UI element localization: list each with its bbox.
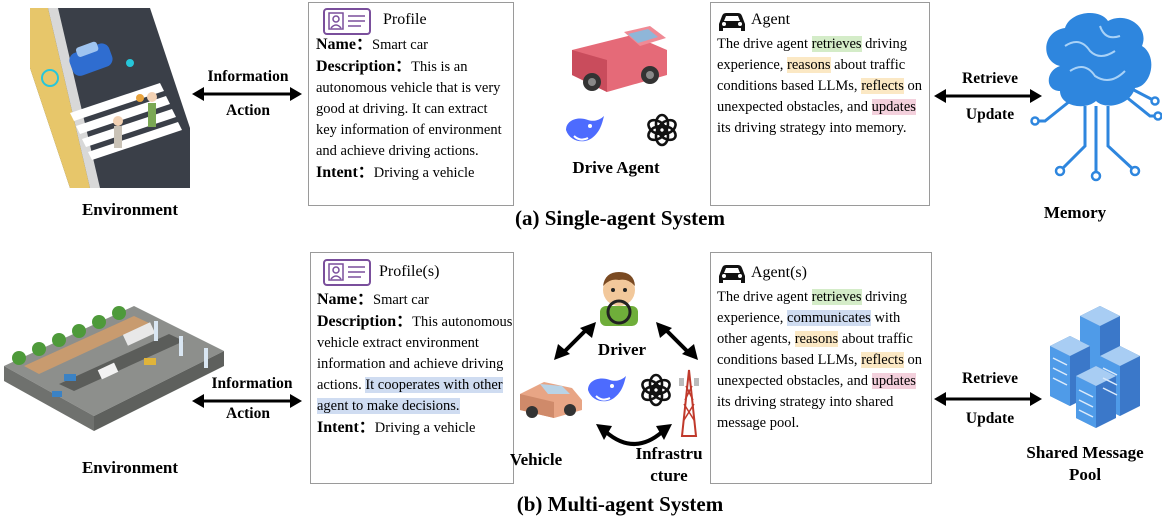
agent-body-multi: The drive agent retrieves driving experi… xyxy=(717,287,929,434)
infrastructure-tower-icon xyxy=(679,369,699,437)
environment-label-multi: Environment xyxy=(81,458,179,477)
name-value: Smart car xyxy=(373,292,429,308)
caption-single-agent: (a) Single-agent System xyxy=(515,206,725,230)
agent-text: The drive agent xyxy=(717,289,812,305)
pickup-truck-icon xyxy=(572,26,667,92)
reflects-highlight: reflects xyxy=(861,78,904,94)
agent-text: about traffic conditions based LLMs, xyxy=(717,57,906,94)
infrastructure-label-1: Infrastru xyxy=(635,444,703,463)
car-icon xyxy=(719,13,745,31)
agent-text: with other agents, xyxy=(717,310,901,347)
intent-key: Intent： xyxy=(316,164,374,181)
name-value: Smart car xyxy=(372,37,428,53)
openai-logo-icon xyxy=(641,373,671,407)
deepseek-whale-icon xyxy=(588,376,626,402)
agent-text: driving experience, xyxy=(717,36,908,73)
agent-title-multi: Agent(s) xyxy=(751,264,807,281)
drive-agent-label: Drive Agent xyxy=(572,158,660,177)
agent-text: about traffic conditions based LLMs, xyxy=(717,331,913,368)
agent-text: on unexpected obstacles, and xyxy=(717,78,922,115)
update-arrow-label-single: Update xyxy=(965,106,1015,123)
vehicle-car-icon xyxy=(520,382,582,418)
description-key: Description： xyxy=(316,58,412,75)
agent-text: The drive agent xyxy=(717,36,812,52)
update-arrow-label-multi: Update xyxy=(965,410,1015,427)
double-arrow-memory xyxy=(934,89,1042,103)
intent-key: Intent： xyxy=(317,419,375,436)
profile-card-icon xyxy=(323,259,371,286)
communicates-highlight: communicates xyxy=(787,310,871,326)
retrieve-arrow-label-multi: Retrieve xyxy=(962,370,1018,387)
profile-box-single: Profile Name：Smart car Description：This … xyxy=(308,2,514,206)
agent-text: on unexpected obstacles, and xyxy=(717,352,922,389)
server-stack-icon xyxy=(1050,306,1140,428)
retrieves-highlight: retrieves xyxy=(811,36,862,52)
vehicle-label: Vehicle xyxy=(509,450,563,469)
driver-avatar-icon xyxy=(600,272,638,326)
caption-multi-agent: (b) Multi-agent System xyxy=(516,492,724,516)
retrieves-highlight: retrieves xyxy=(811,289,862,305)
environment-illustration-multi xyxy=(4,306,224,431)
environment-illustration-single xyxy=(30,8,190,188)
double-arrow-env-single xyxy=(192,87,302,101)
agent-title-single: Agent xyxy=(751,11,791,28)
information-arrow-label-multi: Information xyxy=(211,375,293,392)
openai-logo-icon xyxy=(647,113,677,147)
reflects-highlight: reflects xyxy=(861,352,904,368)
double-arrow-env-multi xyxy=(192,394,302,408)
reasons-highlight: reasons xyxy=(787,57,831,73)
profile-body-multi: Name：Smart car Description：This autonomo… xyxy=(317,289,513,439)
description-value: This autonomous vehicle extract environm… xyxy=(317,314,513,393)
reasons-highlight: reasons xyxy=(794,331,839,347)
intent-value: Driving a vehicle xyxy=(374,420,476,436)
intent-value: Driving a vehicle xyxy=(373,165,475,181)
name-key: Name： xyxy=(316,36,372,53)
agent-box-multi: Agent(s) The drive agent retrieves drivi… xyxy=(710,252,932,484)
agent-text: its driving strategy into memory. xyxy=(717,120,907,136)
double-arrow-pool xyxy=(934,392,1042,406)
arrow-vehicle-infrastructure xyxy=(596,424,672,446)
action-arrow-label-single: Action xyxy=(226,102,270,119)
profile-title-multi: Profile(s) xyxy=(379,263,440,280)
shared-message-pool-label-1: Shared Message xyxy=(1026,443,1144,462)
infrastructure-label-2: cture xyxy=(650,466,688,485)
car-icon xyxy=(719,265,745,283)
environment-label-single: Environment xyxy=(81,200,179,219)
agent-box-single: Agent The drive agent retrieves driving … xyxy=(710,2,930,206)
description-value: This is an autonomous vehicle that is ve… xyxy=(316,59,502,159)
memory-label: Memory xyxy=(1043,203,1107,222)
driver-label: Driver xyxy=(597,340,647,359)
action-arrow-label-multi: Action xyxy=(226,405,270,422)
profile-title-single: Profile xyxy=(383,11,427,28)
updates-highlight: updates xyxy=(871,373,916,389)
profile-body-single: Name：Smart car Description：This is an au… xyxy=(316,34,512,184)
updates-highlight: updates xyxy=(871,99,916,115)
shared-message-pool-label-2: Pool xyxy=(1068,465,1102,484)
name-key: Name： xyxy=(317,291,373,308)
retrieve-arrow-label-single: Retrieve xyxy=(962,70,1018,87)
deepseek-whale-icon xyxy=(566,116,604,142)
information-arrow-label-single: Information xyxy=(207,68,289,85)
profile-card-icon xyxy=(323,8,371,35)
arrow-driver-infrastructure xyxy=(656,322,698,360)
agent-text: its driving strategy into shared message… xyxy=(717,394,894,431)
brain-memory-icon xyxy=(1030,12,1162,182)
description-key: Description： xyxy=(317,313,413,330)
arrow-driver-vehicle xyxy=(554,322,596,360)
agent-text: driving experience, xyxy=(717,289,908,326)
profile-box-multi: Profile(s) Name：Smart car Description：Th… xyxy=(310,252,514,484)
agent-body-single: The drive agent retrieves driving experi… xyxy=(717,34,927,139)
